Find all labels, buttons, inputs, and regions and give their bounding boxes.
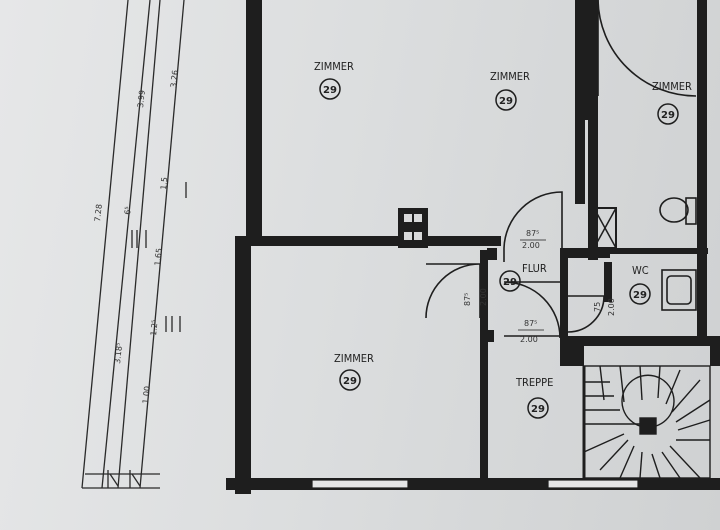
room-number: 29 [503, 277, 517, 288]
room-name: ZIMMER [334, 352, 374, 365]
room-zimmer-top-left: ZIMMER 29 [314, 60, 354, 100]
door-left-width: 87⁵ [463, 293, 472, 306]
dimension-chain [81, 0, 187, 489]
room-name: TREPPE [515, 376, 553, 389]
dim-label-2: 3.99 [136, 90, 147, 109]
windows [311, 479, 639, 489]
chimney [398, 208, 428, 248]
room-number: 29 [343, 376, 357, 387]
room-number: 29 [661, 110, 675, 121]
sink [661, 269, 697, 311]
door-labels: 87⁵ 2.00 87⁵ 2.00 87⁵ 2.00 75 2.00 [463, 229, 616, 344]
room-zimmer-bottom: ZIMMER 29 [334, 352, 374, 391]
dim-label-4: 6⁵ [123, 206, 133, 215]
dim-label-5: 1.65 [153, 248, 164, 267]
dimension-labels: 7.28 3.99 3.26 6⁵ 1.65 1.5 3.18⁵ 1.2⁵ 1.… [93, 70, 180, 405]
room-wc: WC 29 [629, 264, 651, 305]
room-number: 29 [323, 85, 337, 96]
room-zimmer-top-mid: ZIMMER 29 [490, 70, 530, 111]
room-name: ZIMMER [490, 70, 530, 83]
dim-label-1: 7.28 [93, 204, 104, 223]
duct-block [593, 207, 617, 249]
room-name: ZIMMER [314, 60, 354, 73]
room-name: WC [632, 264, 649, 277]
door-swings [425, 0, 697, 339]
room-flur: FLUR 29 [499, 262, 547, 292]
dim-label-8: 1.2⁵ [149, 319, 160, 336]
door-upper-width: 87⁵ [526, 229, 539, 238]
toilet [659, 197, 697, 225]
dim-label-6: 1.5 [159, 177, 169, 191]
room-number: 29 [499, 96, 513, 107]
staircase [582, 365, 711, 479]
dim-label-3: 3.26 [169, 70, 180, 89]
door-upper-height: 2.00 [522, 241, 540, 250]
door-lower-height: 2.00 [520, 335, 538, 344]
room-treppe: TREPPE 29 [515, 376, 553, 419]
room-name: FLUR [522, 262, 547, 275]
room-name: ZIMMER [652, 80, 692, 93]
door-wc-width: 75 [593, 302, 602, 312]
dim-label-7: 3.18⁵ [113, 342, 124, 364]
room-number: 29 [531, 404, 545, 415]
door-lower-width: 87⁵ [524, 319, 537, 328]
door-left-height: 2.00 [479, 288, 488, 306]
dim-label-9: 1.00 [141, 386, 152, 405]
door-wc-height: 2.00 [607, 298, 616, 316]
room-labels: ZIMMER 29 ZIMMER 29 ZIMMER 29 ZIMMER 29 … [314, 60, 692, 419]
room-number: 29 [633, 290, 647, 301]
room-zimmer-top-right: ZIMMER 29 [652, 80, 692, 125]
